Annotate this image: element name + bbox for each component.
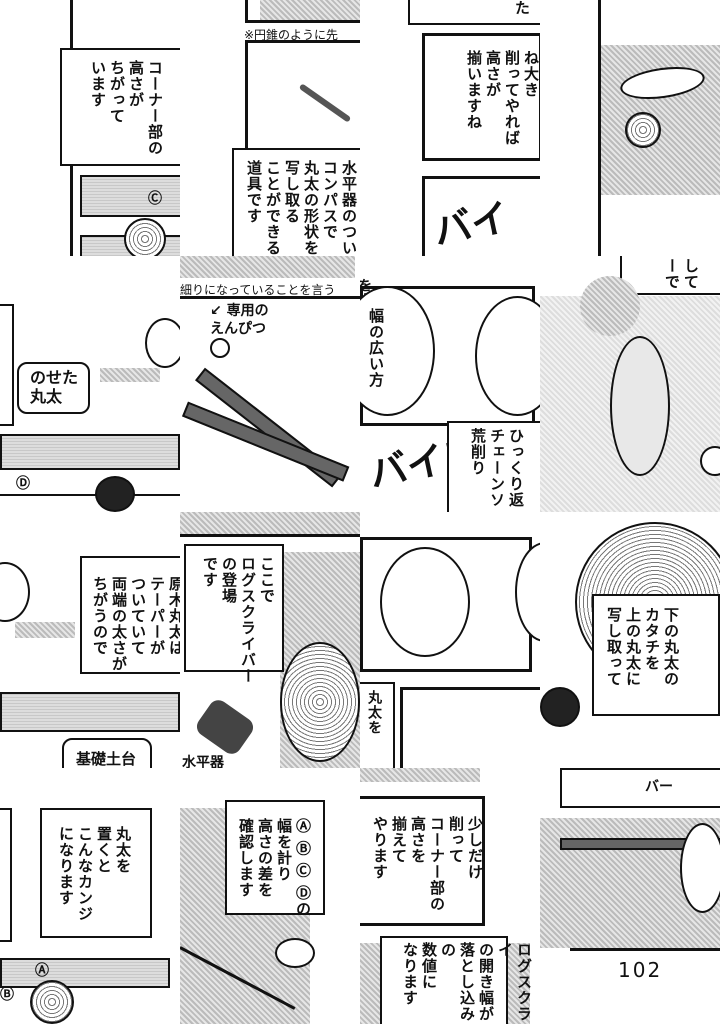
- caption-box: [380, 936, 508, 1024]
- marker-b: Ⓑ: [0, 987, 14, 1003]
- tile-worker: して ーで: [540, 256, 720, 512]
- log-end-drawing: [124, 218, 166, 256]
- speech-bubble: [17, 362, 90, 414]
- caption-box: [40, 808, 152, 938]
- tile-chainsaw: [540, 0, 720, 256]
- tile-copy-shape: 下の丸太の カタチを 上の丸太に 写し取って: [540, 512, 720, 768]
- caption-copy-shape: 下の丸太の カタチを 上の丸太に 写し取って: [605, 607, 680, 687]
- label-placed-log: のせた 丸太: [30, 368, 79, 406]
- tile-taper: 原木丸太は テーパーが ついていて 両端の太さが ちがうので 基礎土台: [0, 512, 180, 768]
- tile-corner-height: コーナー部の 高さが ちがって います Ⓒ: [0, 0, 180, 256]
- caption-placed-result: 丸太を 置くと こんなカンジ になります: [57, 826, 132, 922]
- pointing-arm: [100, 368, 160, 382]
- label-foundation: 基礎土台: [76, 750, 137, 768]
- marker-d: Ⓓ: [16, 476, 30, 492]
- text-fragment: バー: [645, 779, 673, 795]
- character-face: [380, 547, 470, 657]
- tile-page-end: バー 102: [540, 768, 720, 1024]
- caption-box: [225, 800, 325, 915]
- bubble-wide-side: 幅の広い方: [367, 308, 385, 388]
- caption-scriber-width: ログスクライ の開き幅が 落とし込みの 数値に なります: [401, 942, 533, 1022]
- text-fragment: 丸太を: [366, 690, 382, 735]
- level-drawing: [193, 696, 257, 758]
- caption-box: [447, 421, 540, 512]
- text-fragment: して ーで: [663, 258, 700, 290]
- marker-a: Ⓐ: [35, 963, 49, 979]
- worker-torso: [580, 276, 640, 336]
- tile-wide-side: を大きく 幅の広い方 バイ! ひっくり返 チェーンソ 荒削り: [360, 256, 540, 512]
- caption-box: [184, 544, 284, 672]
- scriber-arm-lower: [182, 401, 350, 482]
- text-fragment: た: [513, 0, 531, 16]
- worker-legs: [610, 336, 670, 476]
- caption-shave-align: ね大き 削ってやれば 高さが 揃いますね: [465, 50, 540, 146]
- caption-measure: Ⓐ Ⓑ Ⓒ Ⓓの 幅を計り 高さの差を 確認します: [237, 818, 312, 917]
- character-head: [145, 318, 180, 368]
- caption-box: [80, 556, 180, 674]
- note-taper: 細りになっていることを言う: [180, 283, 336, 297]
- tile-placed-result: 丸太を 置くと こんなカンジ になります Ⓐ Ⓑ: [0, 768, 180, 1024]
- text-fragment: 水平器: [182, 755, 224, 768]
- caption-scriber-intro: ここで ログスクライバー の登場 です: [201, 556, 276, 684]
- caption-box: [232, 148, 360, 256]
- marker-c: Ⓒ: [148, 191, 162, 207]
- caption-box: [360, 796, 485, 926]
- caption-box: [60, 48, 180, 166]
- speech-bubble: [360, 286, 435, 416]
- tile-placed-log: Ⓓ のせた 丸太: [0, 256, 180, 512]
- tile-pencil: 細りになっていることを言う ↙ 専用の えんぴつ: [180, 256, 360, 512]
- tile-scriber-intro: ここで ログスクライバー の登場 です 水平器: [180, 512, 360, 768]
- caption-shave-little: 少しだけ 削って コーナー部の 高さを 揃えて やります: [371, 816, 484, 912]
- note-cone: ※円錐のように先: [244, 28, 339, 42]
- tile-shave-little: 少しだけ 削って コーナー部の 高さを 揃えて やります ログスクライ の開き幅…: [360, 768, 540, 1024]
- label-pencil: ↙ 専用の えんぴつ: [210, 303, 269, 337]
- character-head: [0, 562, 30, 622]
- tile-scriber-desc: ※円錐のように先 水平器のつい コンパスで 丸太の形状を 写し取る ことができる…: [180, 0, 360, 256]
- label-box: [62, 738, 152, 768]
- tile-smile: 丸太を: [360, 512, 540, 768]
- caption-flip-rough: ひっくり返 チェーンソ 荒削り: [469, 428, 525, 508]
- caption-taper-reason: 原木丸太は テーパーが ついていて 両端の太さが ちがうので: [91, 576, 180, 672]
- tile-measure: Ⓐ Ⓑ Ⓒ Ⓓの 幅を計り 高さの差を 確認します: [180, 768, 360, 1024]
- pointing-arm: [15, 622, 75, 638]
- caption-box: [592, 594, 720, 716]
- caption-corner-height: コーナー部の 高さが ちがって います: [89, 60, 164, 156]
- caption-box: [422, 33, 540, 161]
- page-number: 102: [618, 958, 663, 982]
- dog-character: [95, 476, 135, 512]
- caption-scriber-desc: 水平器のつい コンパスで 丸太の形状を 写し取る ことができる 道具です: [245, 160, 358, 256]
- tile-shave-align: た ね大き 削ってやれば 高さが 揃いますね バイン: [360, 0, 540, 256]
